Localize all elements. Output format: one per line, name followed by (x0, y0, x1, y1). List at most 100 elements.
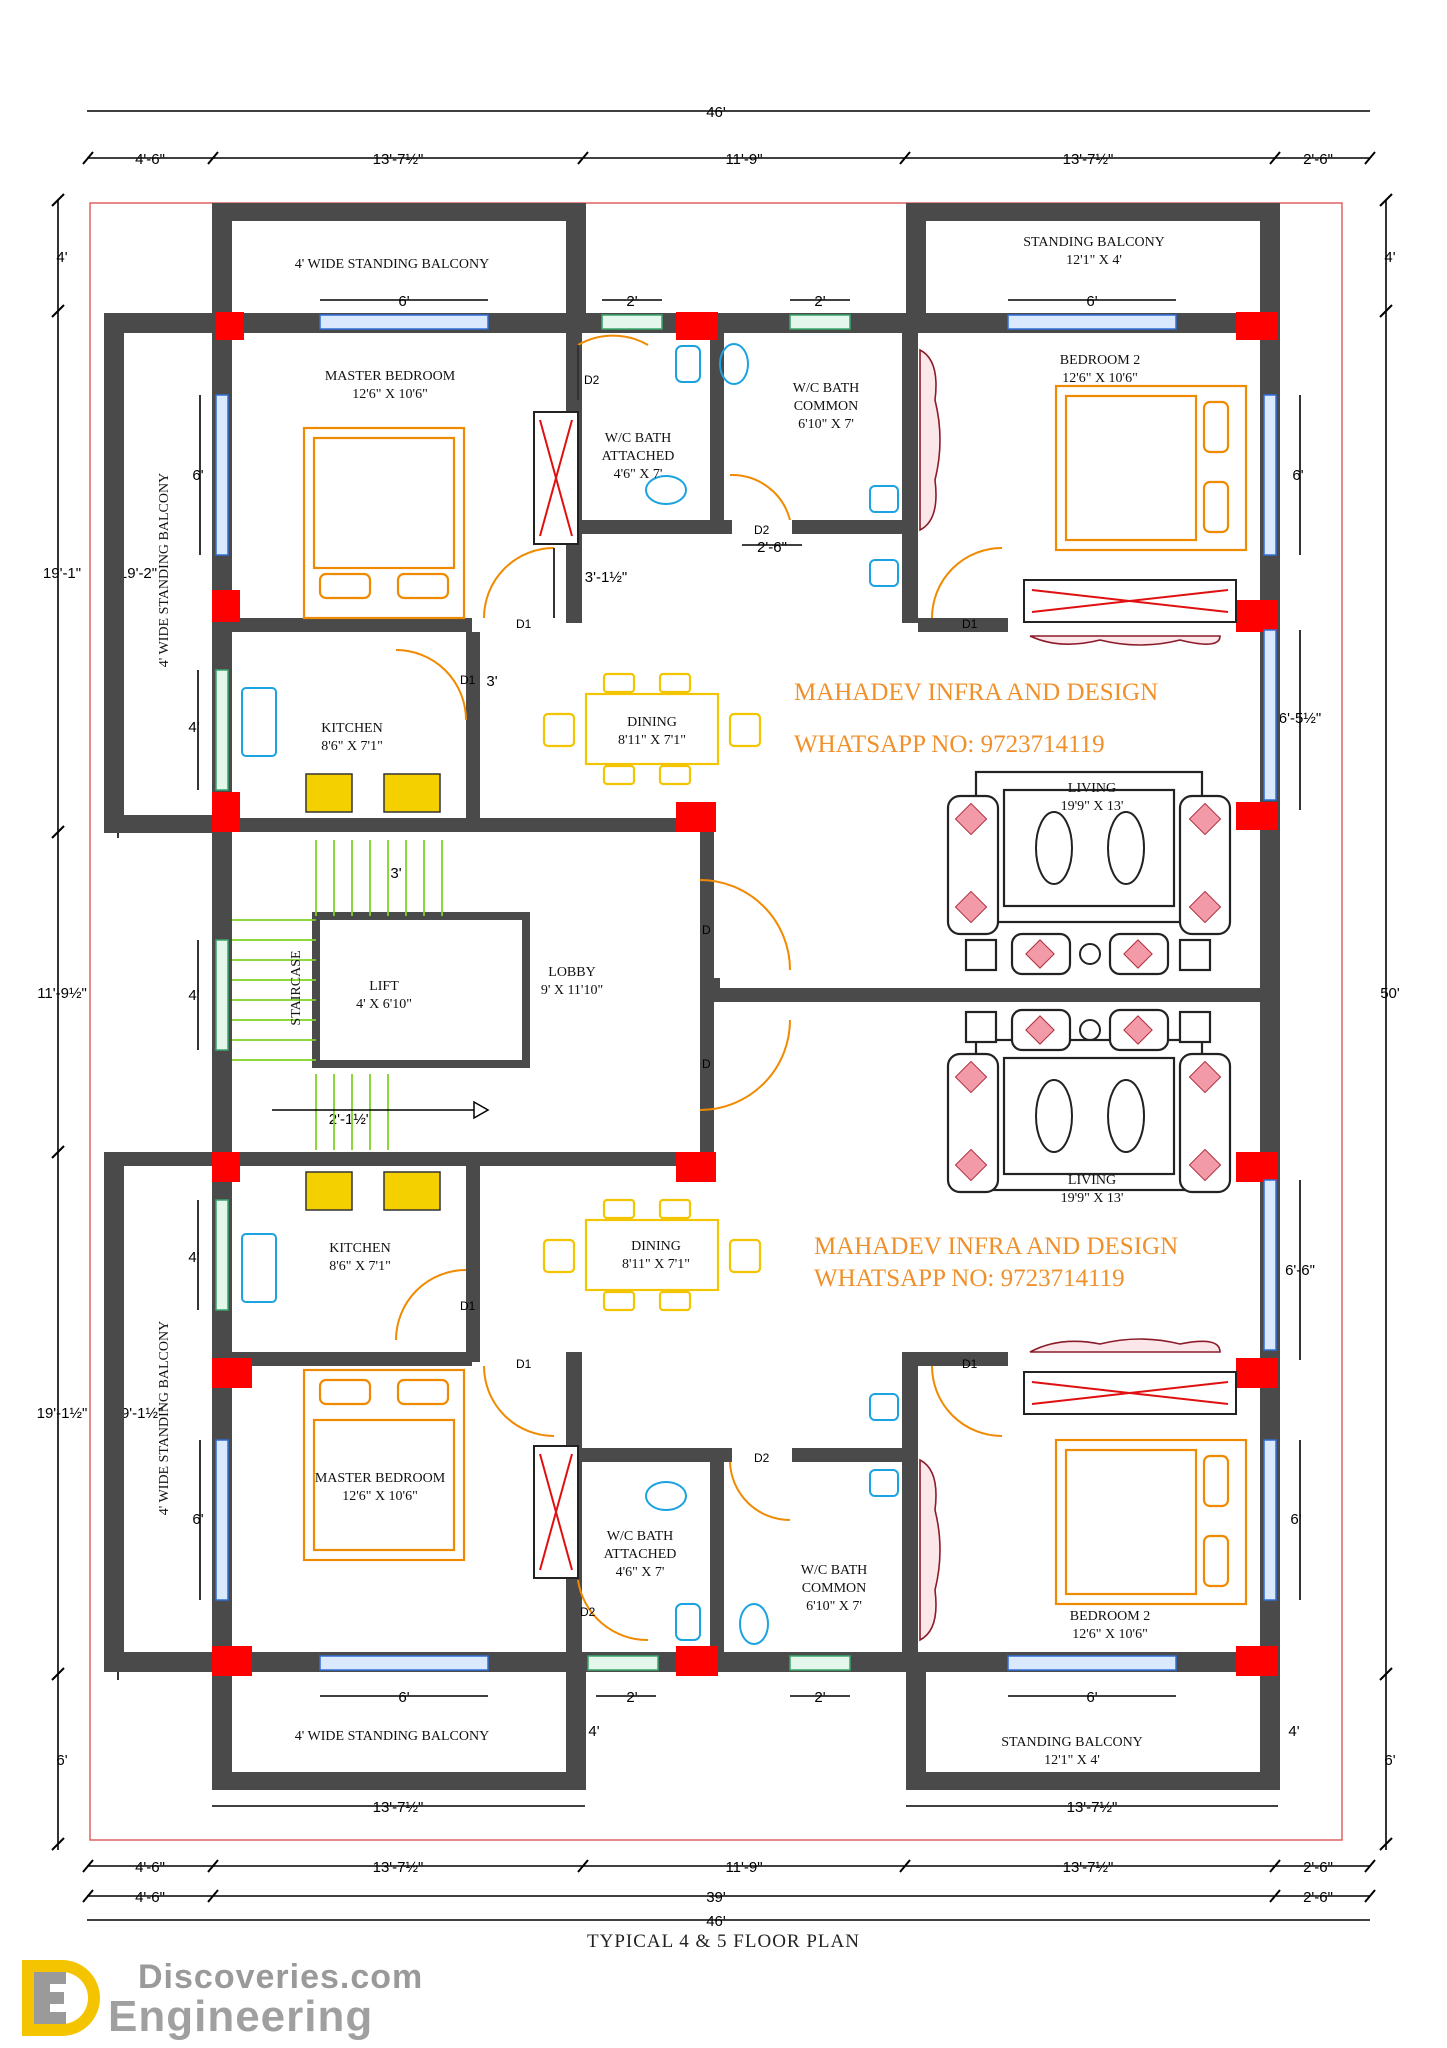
label-balcony-side-top: 4' WIDE STANDING BALCONY (157, 473, 172, 667)
door-label-d1-master-b: D1 (516, 1357, 532, 1371)
dim-left-inner-2: 19'-1½" (113, 1405, 164, 1422)
columns (212, 312, 1278, 1676)
dim-right-3: 6' (1384, 1752, 1395, 1769)
brand-name-top: MAHADEV INFRA AND DESIGN (794, 679, 1158, 706)
dim-balcony-bottom-left-width: 13'-7½" (373, 1799, 424, 1816)
wardrobe-master-top (533, 411, 579, 545)
dim-top-seg-1: 4'-6" (135, 151, 165, 168)
dim-door-wc-top: 2'-6" (757, 539, 787, 556)
brand-name-bottom: MAHADEV INFRA AND DESIGN (814, 1233, 1178, 1260)
dim-left-2: 19'-1" (43, 565, 81, 582)
staircase-steps (232, 840, 490, 1150)
door-label-d1-kitchen-b: D1 (460, 1299, 476, 1313)
label-wc-common-top-size: 6'10" X 7' (798, 417, 854, 432)
living-set-top (946, 770, 1232, 976)
label-wc-common-bottom: W/C BATH (801, 1563, 868, 1578)
dim-window-right-bed: 6' (1292, 467, 1303, 484)
plot-boundary (89, 202, 1343, 1841)
label-lift-size: 4' X 6'10" (356, 997, 412, 1012)
furniture (232, 343, 1248, 1645)
dim-top-seg-2: 13'-7½" (373, 151, 424, 168)
label-wc-attached-bottom-2: ATTACHED (604, 1547, 677, 1562)
top-dimensions: 46' 4'-6" 13'-7½" 11'-9" 13'-7½" 2'-6" (82, 104, 1376, 168)
logo-mark-icon (22, 1960, 100, 2036)
dim-stair-window: 4' (188, 987, 199, 1004)
label-master-bedroom-bottom-size: 12'6" X 10'6" (342, 1489, 418, 1504)
label-dining-top-size: 8'11" X 7'1" (618, 733, 686, 748)
bed-master-bottom (302, 1368, 466, 1562)
stove-bottom-1 (305, 1171, 353, 1211)
dim-left-5: 6' (56, 1752, 67, 1769)
dim-kitchen-window-top: 4' (188, 719, 199, 736)
dim-bottom-seg-4: 13'-7½" (1063, 1859, 1114, 1876)
wardrobe-master-bottom (533, 1445, 579, 1579)
dim-window-top-left: 6' (398, 293, 409, 310)
label-master-bedroom-top: MASTER BEDROOM (325, 369, 456, 384)
dim-window-top-wc1: 2' (626, 293, 637, 310)
dresser-living-bottom (1029, 1338, 1221, 1353)
wardrobe-bed2-top (1023, 579, 1237, 623)
dim-window-bottom-right: 6' (1086, 1689, 1097, 1706)
dim-window-right-bed-b: 6' (1290, 1511, 1301, 1528)
label-balcony-side-bottom: 4' WIDE STANDING BALCONY (157, 1321, 172, 1515)
wardrobe-bed2-bottom (1023, 1371, 1237, 1415)
toilet-top-2 (645, 475, 687, 505)
door-label-d-top: D (702, 923, 711, 937)
bed-2-bottom (1054, 1438, 1248, 1606)
right-dimensions: 4' 50' 6' 6'-5½" 6'-6" (1279, 193, 1400, 1851)
door-label-d1-kitchen: D1 (460, 673, 476, 687)
dining-table-top (542, 672, 762, 786)
dim-top-seg-5: 2'-6" (1303, 151, 1333, 168)
label-standing-balcony-bottom-size: 12'1" X 4' (1044, 1753, 1100, 1768)
label-standing-balcony-top-size: 12'1" X 4' (1066, 253, 1122, 268)
label-wc-attached-top: W/C BATH (605, 431, 672, 446)
bed-2-top (1054, 384, 1248, 552)
doors: D2 D2 D1 D1 D1 D D D1 D1 D1 D2 D2 (395, 334, 1003, 1642)
stove-top-2 (383, 773, 441, 813)
dim-balcony-bottom-right-width: 13'-7½" (1067, 1799, 1118, 1816)
label-wc-common-top: W/C BATH (793, 381, 860, 396)
door-label-d2-bottom: D2 (580, 1605, 596, 1619)
dim-kitchen-door: 3' (486, 673, 497, 690)
label-balcony-bottom-left: 4' WIDE STANDING BALCONY (295, 1729, 489, 1744)
label-wc-common-bottom-size: 6'10" X 7' (806, 1599, 862, 1614)
sink-top-1 (675, 345, 701, 383)
brand-block-top: MAHADEV INFRA AND DESIGN WHATSAPP NO: 97… (794, 679, 1158, 758)
dim-window-bottom-wc2: 2' (814, 1689, 825, 1706)
door-label-d2-top: D2 (584, 373, 600, 387)
brand-block-bottom: MAHADEV INFRA AND DESIGN WHATSAPP NO: 97… (814, 1233, 1178, 1292)
dim-bottom-total: 46' (706, 1913, 726, 1930)
door-label-d1-bed: D1 (962, 617, 978, 631)
door-label-d2-wc-b: D2 (754, 1451, 770, 1465)
label-master-bedroom-top-size: 12'6" X 10'6" (352, 387, 428, 402)
dim-bottom-seg-3: 11'-9" (725, 1859, 762, 1876)
label-living-bottom: LIVING (1068, 1173, 1116, 1188)
bed-master-top (302, 426, 466, 620)
dim-bottom-mid-1: 4'-6" (135, 1889, 165, 1906)
dresser-living-top (1029, 635, 1221, 646)
label-dining-top: DINING (627, 715, 677, 730)
toilet-bottom-2 (739, 1603, 769, 1645)
dim-window-left-master-b: 6' (192, 1511, 203, 1528)
label-standing-balcony-bottom: STANDING BALCONY (1001, 1735, 1143, 1750)
label-staircase: STAIRCASE (289, 950, 304, 1025)
door-label-d2-wc: D2 (754, 523, 770, 537)
dim-window-left-master: 6' (192, 467, 203, 484)
dim-top-total: 46' (706, 104, 726, 121)
kitchen-sink-top (241, 687, 277, 757)
sink-top-3 (869, 559, 899, 587)
door-label-d-bottom: D (702, 1057, 711, 1071)
dim-bottom-mid-3: 2'-6" (1303, 1889, 1333, 1906)
label-kitchen-top: KITCHEN (321, 721, 382, 736)
label-lift: LIFT (369, 979, 399, 994)
dim-right-inner-2: 6'-6" (1285, 1262, 1315, 1279)
dim-stair-landing: 2'-1½" (329, 1111, 371, 1128)
bottom-dimensions: 4'-6" 13'-7½" 11'-9" 13'-7½" 2'-6" 4'-6"… (82, 1859, 1376, 1930)
stove-top-1 (305, 773, 353, 813)
sink-bottom-2 (869, 1469, 899, 1497)
label-living-top: LIVING (1068, 781, 1116, 796)
label-wc-common-top-2: COMMON (794, 399, 859, 414)
dim-kitchen-window-bottom: 4' (188, 1249, 199, 1266)
kitchen-sink-bottom (241, 1233, 277, 1303)
